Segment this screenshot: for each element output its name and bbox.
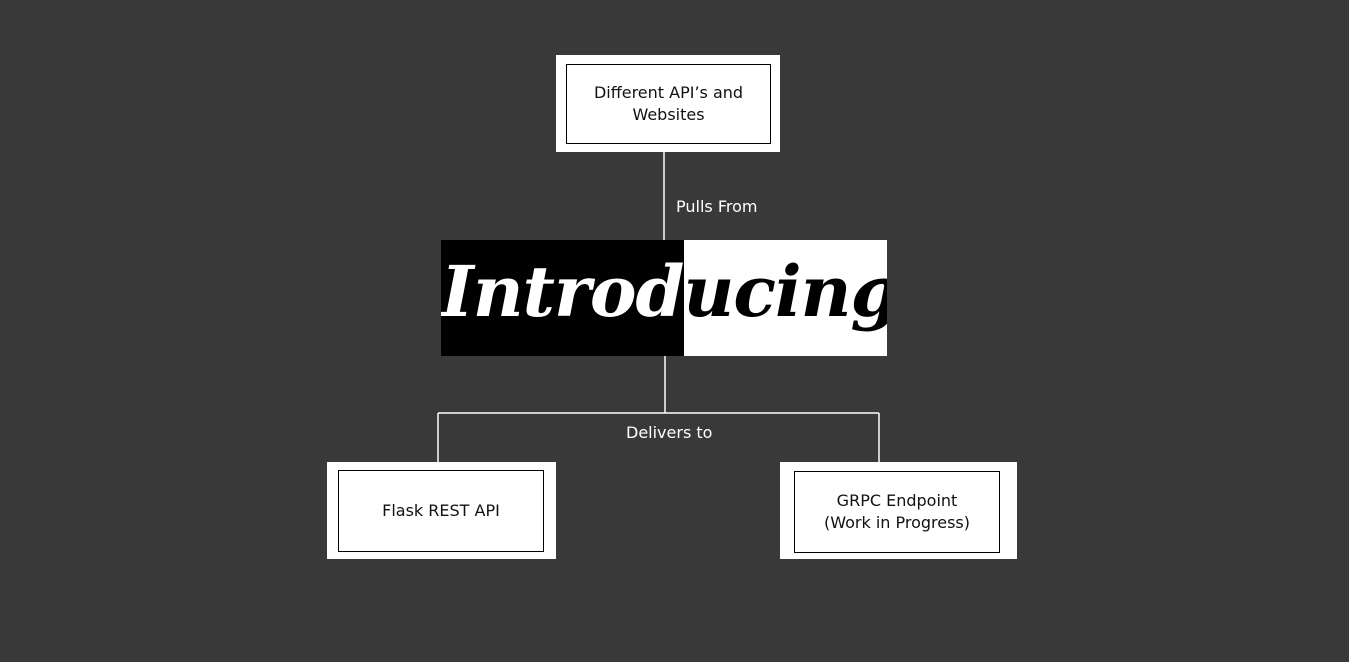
banner-title-dark: Introducing — [441, 250, 887, 333]
source-node-label: Different API’s and Websites — [566, 64, 771, 144]
target-node-grpc: GRPC Endpoint (Work in Progress) — [780, 462, 1017, 559]
target-node-flask: Flask REST API — [327, 462, 556, 559]
edge-label-delivers-to: Delivers to — [626, 423, 713, 442]
edge-label-pulls-from: Pulls From — [676, 197, 758, 216]
target-node-flask-label: Flask REST API — [338, 470, 544, 552]
banner-dark-half — [441, 240, 684, 356]
banner-light-half — [684, 240, 887, 356]
banner-title-light: Introducing — [684, 240, 887, 356]
source-node: Different API’s and Websites — [556, 55, 780, 152]
target-node-grpc-label: GRPC Endpoint (Work in Progress) — [794, 471, 1000, 553]
introducing-banner: Introducing Introducing — [441, 240, 887, 356]
